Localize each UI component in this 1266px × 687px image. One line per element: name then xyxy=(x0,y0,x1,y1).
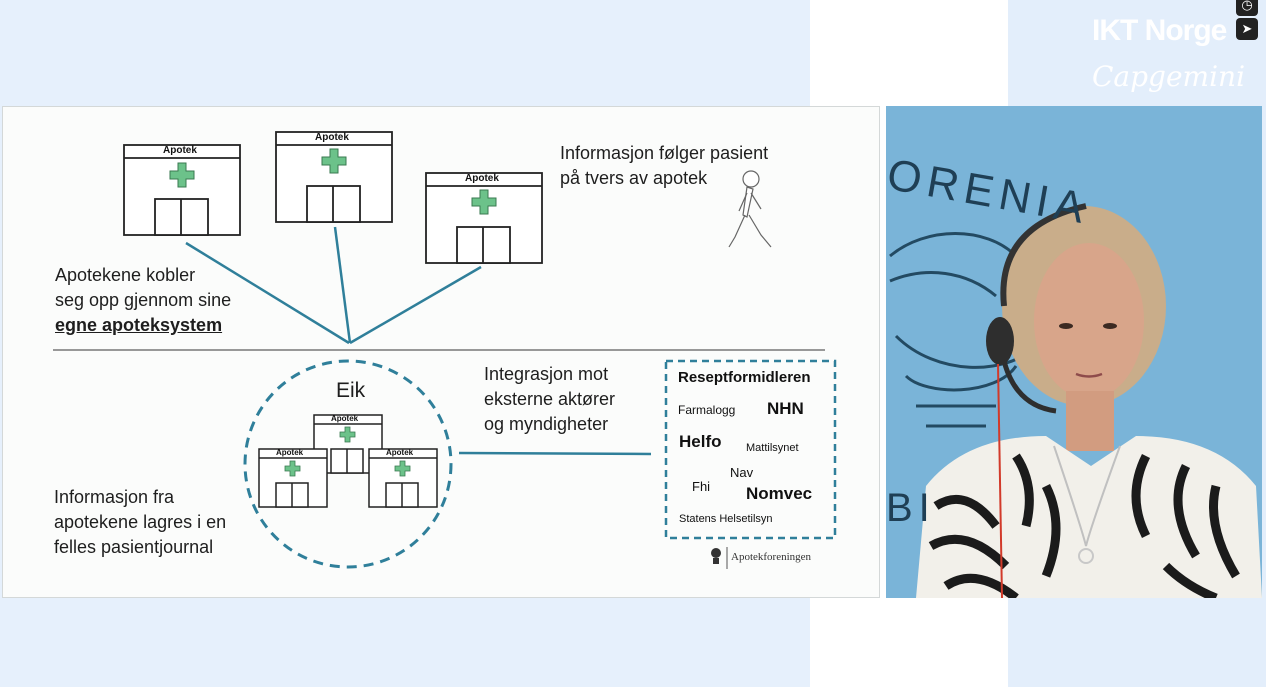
emblem-curve xyxy=(889,271,997,298)
actor-fhi: Fhi xyxy=(692,479,711,494)
connector-line xyxy=(349,265,482,345)
headset-mic xyxy=(1001,360,1057,414)
headset-cable xyxy=(997,363,1003,598)
pharmacy-cross-icon xyxy=(284,460,301,477)
external-actors-box xyxy=(664,359,837,540)
connector-line xyxy=(458,451,652,456)
background-emblem-text-2: BI xyxy=(886,486,936,530)
pharmacy-building xyxy=(258,448,328,508)
actor-helfo: Helfo xyxy=(679,432,722,451)
emblem-curve xyxy=(889,232,1018,258)
pharmacy-cross-icon xyxy=(321,148,347,174)
pharmacy-building xyxy=(123,144,241,236)
apotek-label: Apotek xyxy=(331,414,359,423)
emblem-curve xyxy=(916,404,996,428)
ikt-norge-logo: IKT Norge xyxy=(1092,14,1227,47)
pharmacy-cross-icon xyxy=(339,426,356,443)
send-icon[interactable]: ➤ xyxy=(1236,18,1258,40)
apotekforeningen-logo-text: Apotekforeningen xyxy=(731,551,812,563)
connector-line xyxy=(185,241,350,345)
actor-farmalogg: Farmalogg xyxy=(678,403,736,417)
eik-title: Eik xyxy=(336,379,366,402)
apotekforeningen-logo-icon xyxy=(711,547,728,569)
headset-band xyxy=(1000,203,1087,307)
pharmacy-cross-icon xyxy=(169,162,195,188)
webcam-video: ORENIA BI xyxy=(886,106,1262,598)
integration-text: Integrasjon mot eksterne aktører og mynd… xyxy=(484,364,616,434)
clock-icon[interactable]: ◷ xyxy=(1236,0,1258,16)
eik-circle xyxy=(243,359,453,569)
presentation-slide: Apotek Apotek Apotek Apotek Apotek Apote… xyxy=(2,106,880,598)
speaker-video-frame xyxy=(889,203,1262,598)
headset-earpiece xyxy=(986,317,1014,365)
apotek-label: Apotek xyxy=(163,145,197,156)
pharmacy-building xyxy=(368,448,438,508)
pharmacy-cross-icon xyxy=(471,189,497,215)
box-title: Reseptformidleren xyxy=(678,369,811,386)
actor-mattilsynet: Mattilsynet xyxy=(746,442,799,454)
slide-diagram xyxy=(53,131,837,569)
actor-nhn: NHN xyxy=(767,399,804,418)
actor-nomvec: Nomvec xyxy=(746,484,813,503)
pharmacies-connect-text: Apotekene kobler seg opp gjennom sine eg… xyxy=(55,265,232,335)
pharmacy-building xyxy=(425,172,543,264)
pharmacy-cross-icon xyxy=(394,460,411,477)
face xyxy=(1034,243,1144,399)
walking-person-icon xyxy=(728,170,772,248)
actor-helsetilsyn: Statens Helsetilsyn xyxy=(679,513,773,525)
apotek-label: Apotek xyxy=(315,132,349,143)
apotek-label: Apotek xyxy=(386,448,414,457)
pharmacy-building xyxy=(275,131,393,223)
apotek-label: Apotek xyxy=(465,173,499,184)
actor-nav: Nav xyxy=(730,465,754,480)
patient-journal-text: Informasjon fra apotekene lagres i en fe… xyxy=(54,487,227,557)
emblem-curve xyxy=(904,365,1018,392)
connector-line xyxy=(333,226,352,344)
apotek-label: Apotek xyxy=(276,448,304,457)
info-follows-patient-text: Informasjon følger pasient på tvers av a… xyxy=(560,143,769,188)
capgemini-logo: Capgemini xyxy=(1092,60,1246,93)
necklace-pendant xyxy=(1078,548,1094,564)
